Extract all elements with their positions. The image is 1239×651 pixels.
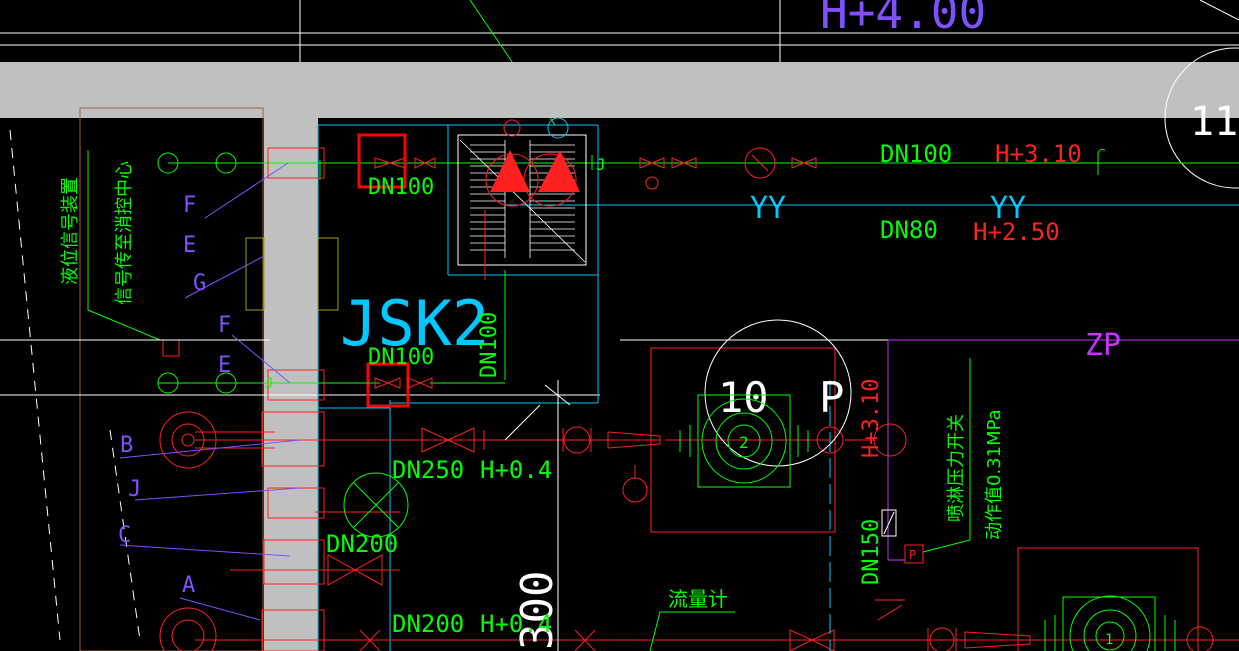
cone-icon-right — [538, 150, 580, 192]
label-valve-dn100-b: DN100 — [368, 345, 434, 370]
valve-group-mid — [374, 377, 433, 389]
valve-highlight-box-bottom[interactable] — [366, 362, 410, 408]
pipe-tag-G: G — [193, 271, 206, 296]
pipe-sections-left — [159, 411, 217, 651]
wall-vertical — [264, 118, 318, 651]
valve-group-top — [374, 147, 817, 190]
label-dn250: DN250 — [392, 456, 464, 484]
zp-label: ZP — [1085, 328, 1121, 363]
valve-dn200 — [327, 554, 383, 586]
pipe-tag-leaders — [119, 162, 301, 621]
pipe-tag-B: B — [120, 433, 133, 458]
label-dn100-top: DN100 — [880, 140, 952, 168]
pipe-tag-E-mid: E — [218, 353, 231, 378]
pipe-tag-F-top: F — [183, 193, 196, 218]
hatch-lines-left — [9, 129, 141, 641]
dim-300: 300 — [504, 380, 571, 651]
pump-2-icon — [679, 394, 809, 488]
pipe-cyan-dn80 — [317, 124, 1239, 651]
label-valve-dn100-a: DN100 — [368, 175, 434, 200]
label-riser-dn100: DN100 — [477, 312, 502, 378]
label-yy-left: YY — [750, 191, 786, 226]
tank-filter-box — [457, 117, 587, 380]
pipe-tag-F-mid: F — [218, 313, 231, 338]
label-dn200-a: DN200 — [326, 530, 398, 558]
pipe-green-mid — [157, 372, 505, 394]
pump-1-number: 1 — [1105, 632, 1113, 648]
pressure-switch: P — [875, 358, 971, 621]
pipe-tag-J: J — [128, 477, 141, 502]
wall-horizontal — [0, 62, 1239, 118]
valve-highlight-box-top[interactable] — [357, 133, 407, 189]
room-outline-left — [79, 107, 264, 651]
column-circle-top-right: 11- — [1164, 47, 1239, 189]
pump-room-label: 10 P — [718, 373, 844, 422]
pump-room-box — [650, 347, 836, 533]
label-tank-jsk2: JSK2 — [340, 287, 489, 360]
pressure-switch-p: P — [909, 548, 916, 562]
dim-300-text: 300 — [512, 571, 563, 650]
top-elevation-text: H+4.00 — [820, 0, 986, 39]
pipe-green-top — [157, 149, 1239, 180]
pipe-tag-J-small: J — [596, 155, 606, 174]
pressure-switch-note-2: 动作值0.31MPa — [984, 409, 1005, 540]
signal-note-line1: 液位信号装置 — [60, 177, 81, 285]
label-h250: H+2.50 — [973, 218, 1060, 246]
pipe-end-circle-dn200 — [343, 472, 409, 538]
top-right-mark: 11- — [1190, 99, 1239, 145]
pipe-tag-C: C — [118, 523, 131, 548]
pump-1-icon — [1044, 595, 1214, 651]
pressure-switch-note-1: 喷淋压力开关 — [946, 414, 967, 522]
label-yy-right: YY — [990, 191, 1026, 226]
label-dn200-b: DN200 — [392, 610, 464, 638]
pump-2-number: 2 — [739, 433, 749, 452]
pipe-tag-A: A — [182, 573, 195, 598]
pipe-tag-J-small-2: J — [265, 376, 273, 392]
pump-room-box-right — [1017, 547, 1199, 651]
cone-icon-left — [490, 150, 530, 192]
flowmeter-label: 流量计 — [668, 587, 728, 611]
label-dn80: DN80 — [880, 216, 938, 244]
signal-device-box — [162, 339, 180, 357]
grid-lines-horizontal — [0, 339, 1239, 396]
wall-sleeve-frames — [245, 237, 339, 311]
label-h04-a: H+0.4 — [480, 456, 552, 484]
label-dn150: DN150 — [859, 519, 884, 585]
pipe-magenta-zp — [887, 339, 1239, 561]
pipe-tag-E-top: E — [183, 233, 196, 258]
pipe-red-mains — [195, 423, 1239, 651]
label-h310-top: H+3.10 — [995, 140, 1082, 168]
label-h04-b: H+0.4 — [480, 610, 552, 638]
pipe-cyan-lower — [318, 380, 831, 651]
flowmeter-leader — [649, 611, 735, 651]
label-h310-vertical: H+3.10 — [859, 379, 884, 458]
signal-note: 液位信号装置 信号传至消控中心 — [60, 150, 180, 357]
signal-note-line2: 信号传至消控中心 — [114, 161, 135, 305]
